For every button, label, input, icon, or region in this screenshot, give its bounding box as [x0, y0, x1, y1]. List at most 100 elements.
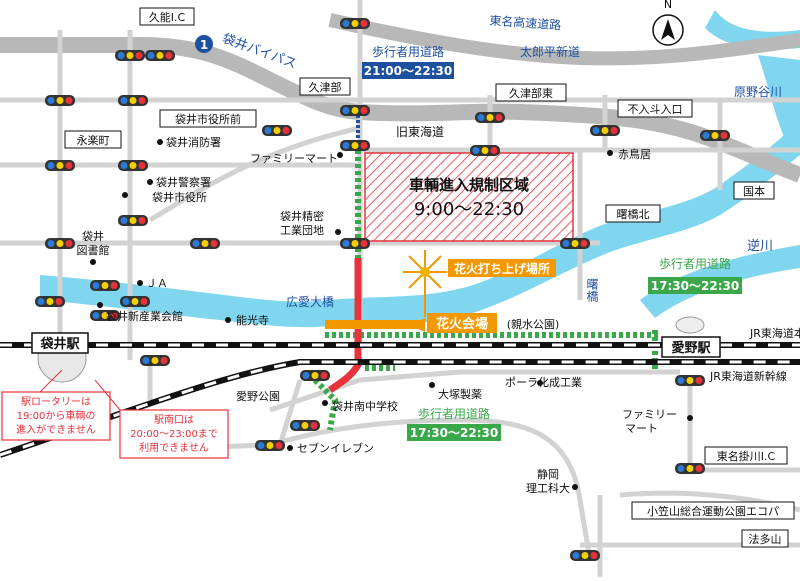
kutsube-label: 久津部 [309, 80, 342, 94]
family-mart-s-label-1: ファミリー [622, 408, 677, 421]
svg-text:20:00〜23:00まで: 20:00〜23:00まで [130, 428, 218, 440]
signal [45, 238, 75, 249]
signal [45, 160, 75, 171]
haranoya-label: 原野谷川 [734, 85, 782, 99]
city-hall-front-label: 袋井市役所前 [175, 112, 241, 126]
fukuroi-station: 袋井駅 [39, 336, 80, 352]
signal [675, 375, 705, 386]
south-exit-note: 駅南口は 20:00〜23:00まで 利用できません [94, 379, 229, 459]
traffic-signals [35, 18, 730, 561]
kuno-ic-box [139, 7, 195, 26]
akebashi-north-box [605, 204, 661, 223]
svg-text:利用できません: 利用できません [139, 442, 209, 454]
signal [340, 238, 370, 249]
place-labels: 袋井消防署 袋井警察署 袋井市役所 ファミリーマート 袋井精密 工業団地 袋井 … [77, 135, 693, 495]
signal [262, 125, 292, 136]
shizuoka-sci-label-1: 静岡 [537, 467, 559, 481]
tomei-kakegawa-ic-label: 東名掛川I.C [717, 449, 776, 463]
funyuto-box [617, 99, 693, 118]
industrial-label: 工業団地 [280, 224, 324, 237]
signal [300, 370, 330, 381]
aino-station: 愛野駅 [671, 340, 711, 356]
signal [470, 145, 500, 156]
aino-station-box [661, 336, 721, 358]
footpath-south-time-box [407, 424, 501, 441]
venue-name: 花火会場 [436, 316, 488, 332]
aino-park-label: 愛野公園 [236, 390, 280, 403]
otsuka-label: 大塚製薬 [438, 387, 482, 401]
tomei-kakegawa-ic-box [704, 446, 788, 465]
hotayama-label: 法多山 [749, 532, 782, 546]
city-hall-front-box [159, 109, 257, 128]
jr-main-label: JR東海道本線 [749, 326, 800, 340]
south-jhs-label: 袋井南中学校 [332, 399, 398, 413]
library-label-2: 図書館 [77, 243, 110, 257]
police-label: 袋井警察署 [156, 175, 211, 189]
footpath-north-time-box [362, 62, 454, 79]
signal [590, 125, 620, 136]
noko-label: 能光寺 [236, 313, 269, 327]
ecopa-label: 小笠山総合運動公園エコパ [647, 504, 779, 518]
launch-site-label: 花火打ち上げ場所 [454, 261, 550, 276]
footpath-north-title: 歩行者用道路 [372, 44, 444, 59]
footpath-south-title: 歩行者用道路 [418, 406, 490, 421]
funyuto-label: 不入斗入口 [628, 103, 683, 116]
footpath-east-title: 歩行者用道路 [659, 256, 731, 271]
hotayama-box [741, 529, 789, 548]
signal [290, 420, 320, 431]
city-hall-label: 袋井市役所 [152, 190, 207, 204]
venue-label-box [427, 313, 497, 333]
signal [340, 140, 370, 151]
signal [140, 355, 170, 366]
north-compass-icon [652, 14, 684, 46]
signal [115, 50, 145, 61]
regulation-zone-title: 車輌進入規制区域 [409, 176, 529, 194]
signal [255, 440, 285, 451]
eiraku-label: 永楽町 [77, 133, 110, 147]
kutsube-east-box [495, 83, 567, 102]
ja-label: ＪＡ [146, 277, 168, 290]
signal [340, 105, 370, 116]
route-1-shield [195, 35, 213, 53]
akebashi-label: 曙橋 [585, 278, 599, 303]
launch-site-label-box [448, 259, 556, 277]
haranoya-river [40, 120, 800, 328]
shinsangyo-label: 袋井新産業会館 [106, 309, 183, 323]
signal [340, 18, 370, 29]
tomei-expressway [328, 13, 800, 66]
signal [118, 95, 148, 106]
compass-n-label: N [664, 0, 672, 11]
signal [475, 112, 505, 123]
svg-text:駅南口は: 駅南口は [154, 413, 194, 426]
kutsube-east-label: 久津部東 [509, 86, 553, 100]
shizuoka-sci-label-2: 理工科大 [526, 481, 570, 495]
tomei-label: 東名高速道路 [489, 13, 562, 33]
eiraku-box [64, 130, 122, 149]
regulation-zone-time: 9:00〜22:30 [414, 199, 524, 220]
kuno-ic-label: 久能I.C [149, 10, 186, 24]
signal [118, 160, 148, 171]
fireworks-icon [403, 250, 447, 317]
fire-station-label: 袋井消防署 [166, 135, 221, 149]
route-1-number: 1 [200, 38, 208, 52]
svg-text:駅ロータリーは: 駅ロータリーは [21, 396, 91, 408]
footpath-east-time: 17:30〜22:30 [651, 279, 739, 293]
boxed-labels: 久能I.C 永楽町 久津部 袋井市役所前 久津部東 不入斗入口 国本 曙橋北 東… [64, 7, 795, 548]
svg-text:19:00から車輌の: 19:00から車輌の [17, 409, 96, 422]
seven-label: セブンイレブン [297, 441, 374, 455]
signal [145, 50, 175, 61]
signal [120, 296, 150, 307]
signal [700, 130, 730, 141]
signal [45, 95, 75, 106]
fukuroi-station-box [31, 332, 89, 354]
footpath-south-time: 17:30〜22:30 [410, 426, 498, 440]
signal [570, 550, 600, 561]
akebashi-north-label: 曙橋北 [617, 207, 650, 221]
venue-sub: (親水公園) [507, 318, 560, 331]
taroheishindo-label: 太郎平新道 [520, 44, 580, 59]
red-access-route [328, 258, 362, 393]
akamatsu-label: 赤鳥居 [618, 147, 651, 161]
signal [90, 310, 120, 321]
ecopa-box [631, 501, 795, 520]
